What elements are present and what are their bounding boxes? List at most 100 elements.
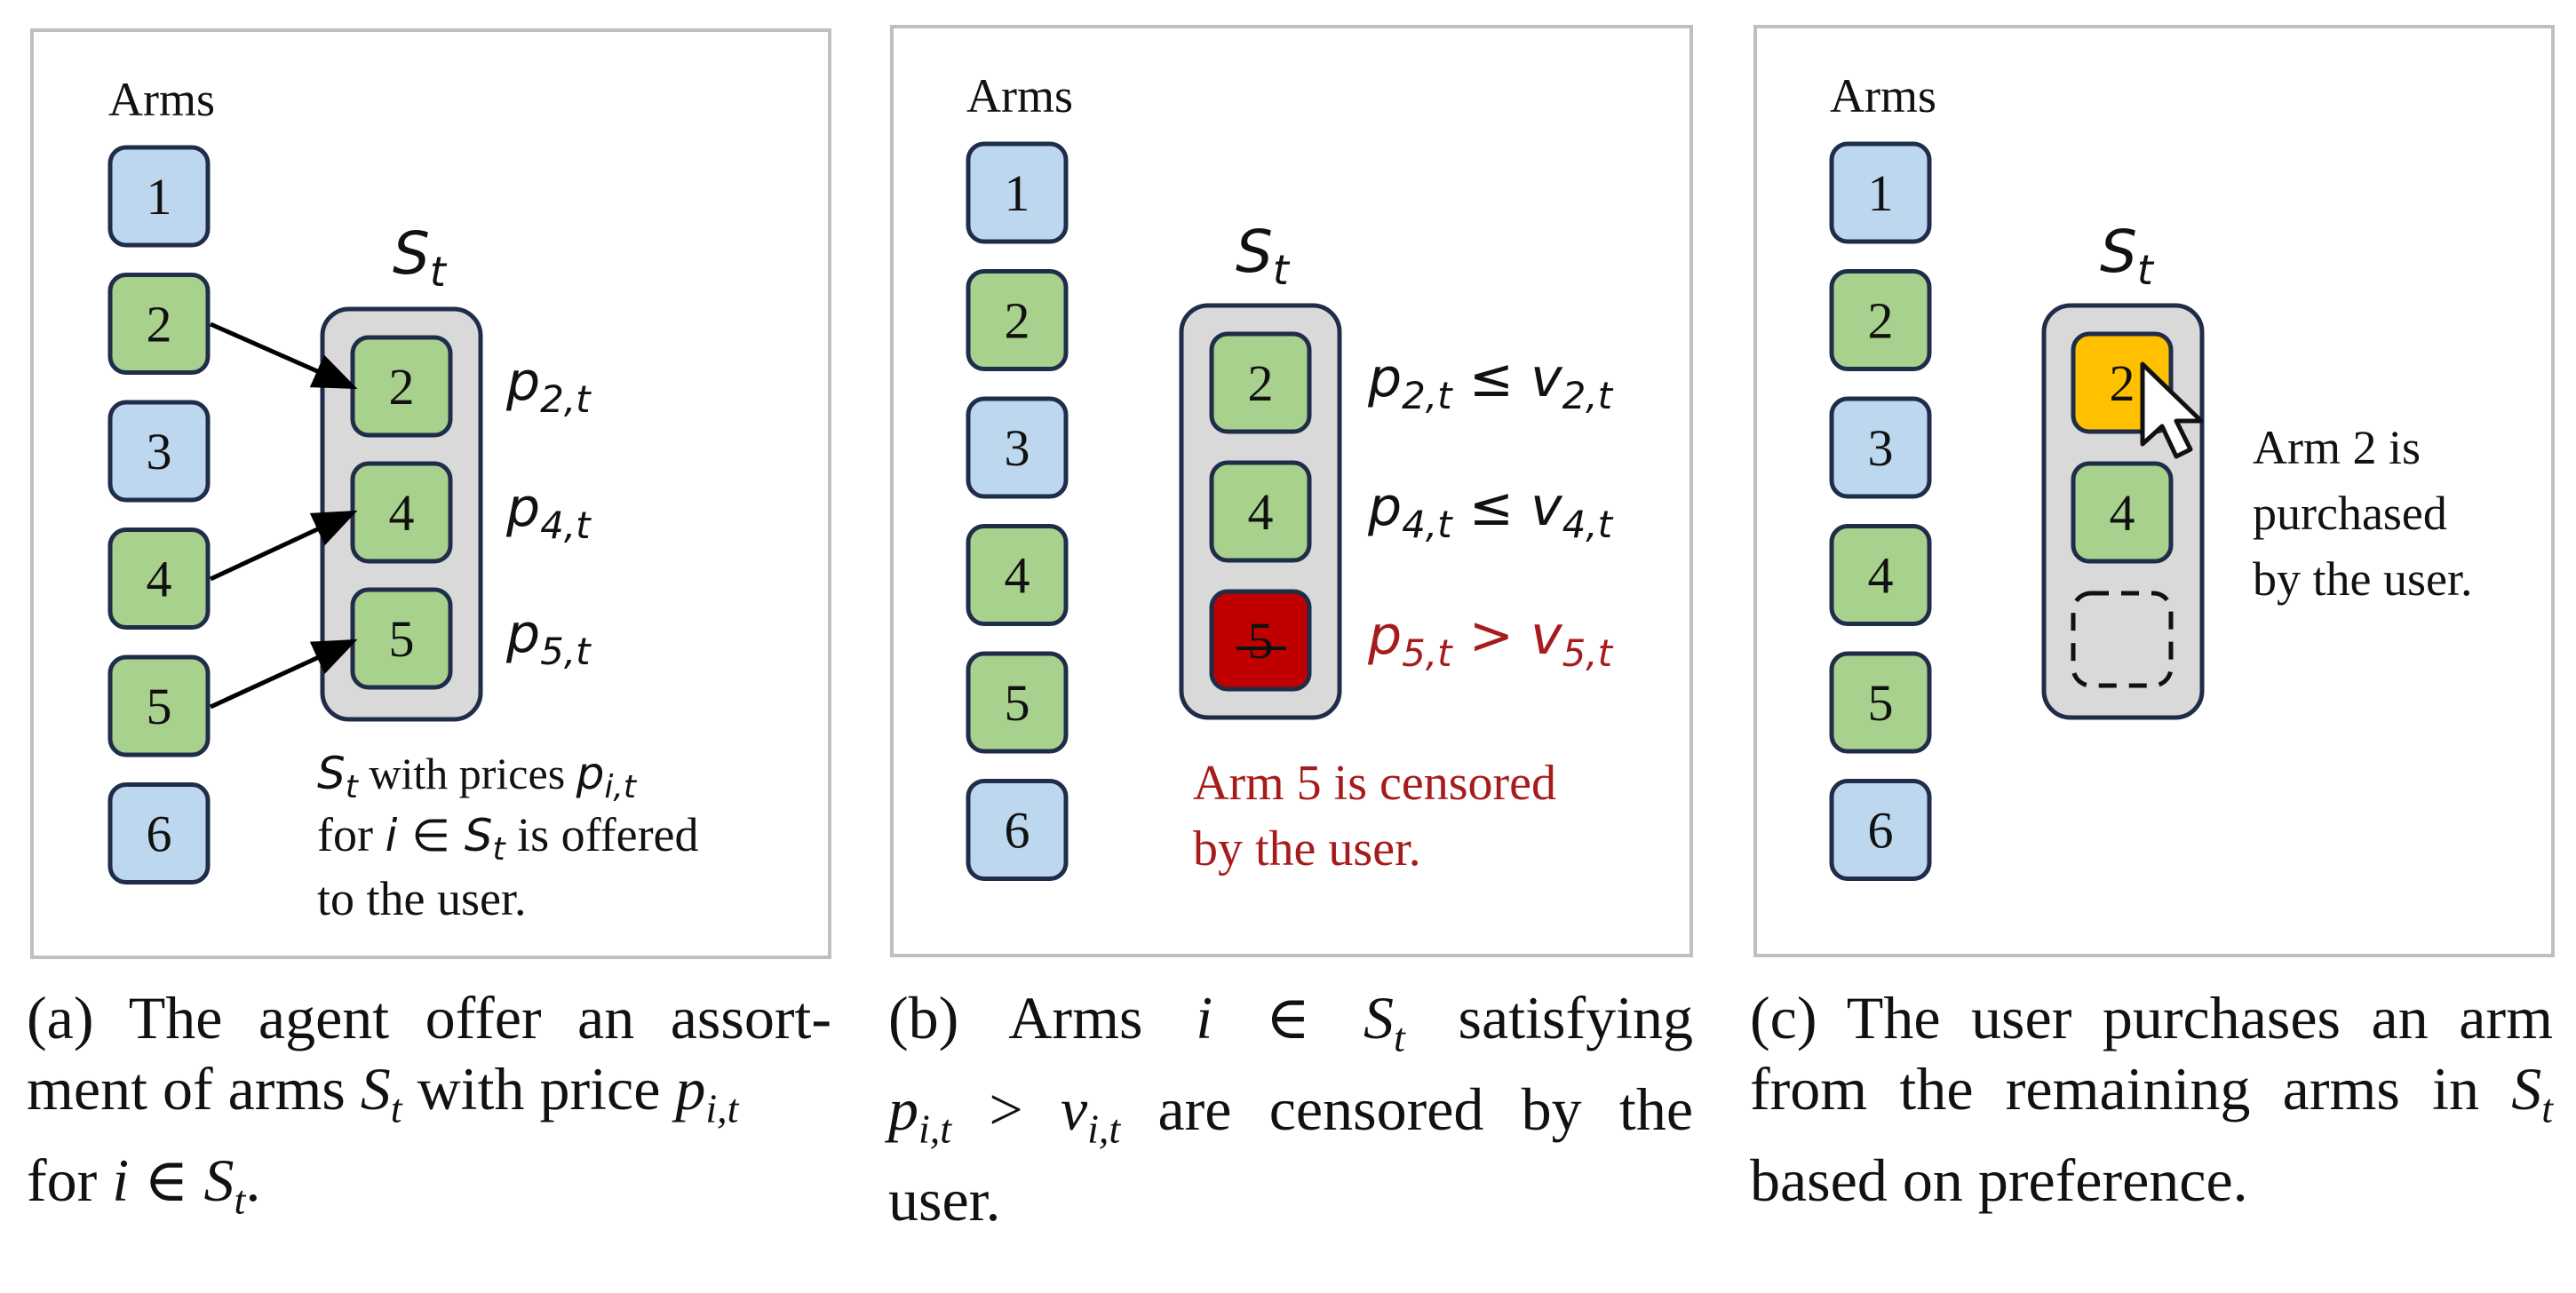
panel-c-arm-1: 1 bbox=[1829, 141, 1932, 244]
panel-b-condition-2: p2,t ≤ v2,t bbox=[1367, 347, 1614, 417]
panel-b-arm-6: 6 bbox=[966, 779, 1069, 881]
panel-b-offered-2-number: 2 bbox=[1248, 354, 1274, 412]
panel-a-offered-5-number: 5 bbox=[389, 610, 415, 668]
caption-a-line2: ment of arms St with price pi,t bbox=[27, 1055, 739, 1131]
panel-c-arm-4-box bbox=[1829, 524, 1932, 626]
panel-a-price-4: p4,t bbox=[505, 477, 592, 547]
panel-a-arm-4-number: 4 bbox=[147, 551, 172, 608]
panel-a-offered-5-box bbox=[350, 587, 453, 690]
panel-b-assortment-label: St bbox=[1236, 218, 1291, 294]
panel-b-arm-1-box bbox=[966, 141, 1069, 244]
panel-c-arm-4: 4 bbox=[1829, 524, 1932, 626]
panel-c-note-line2: purchased bbox=[2253, 487, 2447, 540]
panel-a-offered-4: 4 bbox=[350, 461, 453, 564]
caption-c-line2: from the remaining arms in St bbox=[1750, 1055, 2553, 1131]
panel-b-arm-2-box bbox=[966, 269, 1069, 371]
panel-a-note-line3: to the user. bbox=[317, 872, 526, 925]
cursor-pointer-icon bbox=[2140, 361, 2204, 459]
caption-b-line3: user. bbox=[888, 1166, 1001, 1234]
caption-a-line3: for i ∈ St. bbox=[27, 1146, 261, 1223]
panel-a-arm-6: 6 bbox=[107, 782, 211, 884]
panel-c-arm-2-number: 2 bbox=[1868, 292, 1894, 350]
panel-b-offered-5-number: 5 bbox=[1248, 612, 1274, 670]
panel-b-arm-5-box bbox=[966, 651, 1069, 754]
panel-c-arm-5: 5 bbox=[1829, 651, 1932, 754]
panel-a-arm-2: 2 bbox=[107, 273, 211, 375]
panel-b-arm-5-number: 5 bbox=[1005, 674, 1030, 732]
panel-b-arm-1-number: 1 bbox=[1005, 164, 1030, 222]
panel-b-offered-4-box bbox=[1209, 460, 1312, 563]
arrow-arm2 bbox=[209, 321, 358, 390]
empty-slot bbox=[2071, 591, 2174, 688]
panel-a-note-line1: St with prices pi,t bbox=[317, 748, 638, 805]
caption-b-line2: pi,t > vi,t are censored by the bbox=[888, 1075, 1693, 1152]
panel-c-note-line3: by the user. bbox=[2253, 552, 2472, 606]
panel-c-remaining-4: 4 bbox=[2071, 461, 2174, 564]
panel-b-offered-2: 2 bbox=[1209, 331, 1312, 434]
panel-c-arms-label: Arms bbox=[1830, 69, 1936, 123]
panel-a-arm-3-box bbox=[107, 400, 211, 503]
panel-a-note-line2: for i ∈ St is offered bbox=[317, 808, 699, 868]
panel-a-arm-1-box bbox=[107, 145, 211, 248]
panel-b-arms-label: Arms bbox=[966, 69, 1073, 123]
arrow-arm5 bbox=[209, 639, 358, 710]
caption-c-line1: (c) The user purchases an arm bbox=[1750, 984, 2553, 1051]
panel-a-arm-5-box bbox=[107, 654, 211, 758]
panel-b-offered-4: 4 bbox=[1209, 460, 1312, 563]
panel-a-arm-3-number: 3 bbox=[147, 423, 172, 480]
panel-c-arm-4-number: 4 bbox=[1868, 547, 1894, 605]
panel-a-arm-1: 1 bbox=[107, 145, 211, 248]
panel-b-arm-6-box bbox=[966, 779, 1069, 881]
panel-b-arm-3-number: 3 bbox=[1005, 419, 1030, 477]
panel-a-offered-5: 5 bbox=[350, 587, 453, 690]
panel-b-arm-3: 3 bbox=[966, 396, 1069, 499]
panel-c-arm-6-box bbox=[1829, 779, 1932, 881]
panel-a-arms-label: Arms bbox=[108, 73, 215, 126]
panel-a-arms-column: 1 2 3 4 5 6 bbox=[107, 145, 211, 884]
panel-c-arm-1-number: 1 bbox=[1868, 164, 1894, 222]
arrow-arm4 bbox=[209, 510, 358, 582]
panel-c-remaining-4-number: 4 bbox=[2110, 484, 2135, 542]
panel-a-arm-4-box bbox=[107, 528, 211, 630]
panel-b-censored-note-line2: by the user. bbox=[1193, 821, 1421, 877]
panel-a-arm-6-number: 6 bbox=[147, 805, 172, 863]
panel-b-arm-2: 2 bbox=[966, 269, 1069, 371]
panel-b-offered-2-box bbox=[1209, 331, 1312, 434]
panel-a-arm-2-box bbox=[107, 273, 211, 375]
panel-c-arm-5-number: 5 bbox=[1868, 674, 1894, 732]
panel-b-condition-4: p4,t ≤ v4,t bbox=[1367, 476, 1614, 546]
panel-b-offered-4-number: 4 bbox=[1248, 483, 1274, 541]
panel-b-offered-arms: 2 4 5 bbox=[1209, 331, 1312, 692]
panel-a-price-2: p2,t bbox=[505, 351, 592, 421]
panel-c-arm-2-box bbox=[1829, 269, 1932, 371]
panel-b-offered-5-box bbox=[1209, 589, 1312, 692]
panel-a-arm-1-number: 1 bbox=[147, 168, 172, 226]
panel-b-arms-column: 1 2 3 4 5 6 bbox=[966, 141, 1069, 881]
caption-a: (a) The agent offer an assort- ment of a… bbox=[27, 982, 831, 1235]
panel-a-arm-5-number: 5 bbox=[147, 678, 172, 735]
caption-c-line3: based on preference. bbox=[1750, 1146, 2248, 1214]
panel-a-arm-4: 4 bbox=[107, 528, 211, 630]
panel-c-arm-3-number: 3 bbox=[1868, 419, 1894, 477]
panel-a-price-5: p5,t bbox=[505, 603, 592, 673]
panel-b-arm-4-box bbox=[966, 524, 1069, 626]
panel-b-conditions: p2,t ≤ v2,t p4,t ≤ v4,t p5,t > v5,t bbox=[1367, 347, 1614, 675]
panel-a-offered-4-number: 4 bbox=[389, 484, 415, 542]
panel-c-remaining-2-number: 2 bbox=[2110, 354, 2135, 412]
panel-a-prices: p2,t p4,t p5,t bbox=[505, 351, 592, 673]
panel-a-offered-2: 2 bbox=[350, 335, 453, 438]
panel-a-arm-2-number: 2 bbox=[147, 296, 172, 353]
panel-b-offered-5: 5 bbox=[1209, 589, 1312, 692]
panel-b-arm-4-number: 4 bbox=[1005, 547, 1030, 605]
panel-b: Arms 1 2 3 4 5 6 St 2 4 5 p2,t ≤ v2,t p4,t ≤ v4,… bbox=[890, 25, 1693, 957]
panel-c-arm-1-box bbox=[1829, 141, 1932, 244]
panel-c-arm-3: 3 bbox=[1829, 396, 1932, 499]
panel-b-arm-6-number: 6 bbox=[1005, 802, 1030, 860]
panel-a-offered-arms: 2 4 5 bbox=[350, 335, 453, 690]
panel-a-arm-5: 5 bbox=[107, 654, 211, 758]
panel-b-condition-5: p5,t > v5,t bbox=[1367, 605, 1614, 675]
